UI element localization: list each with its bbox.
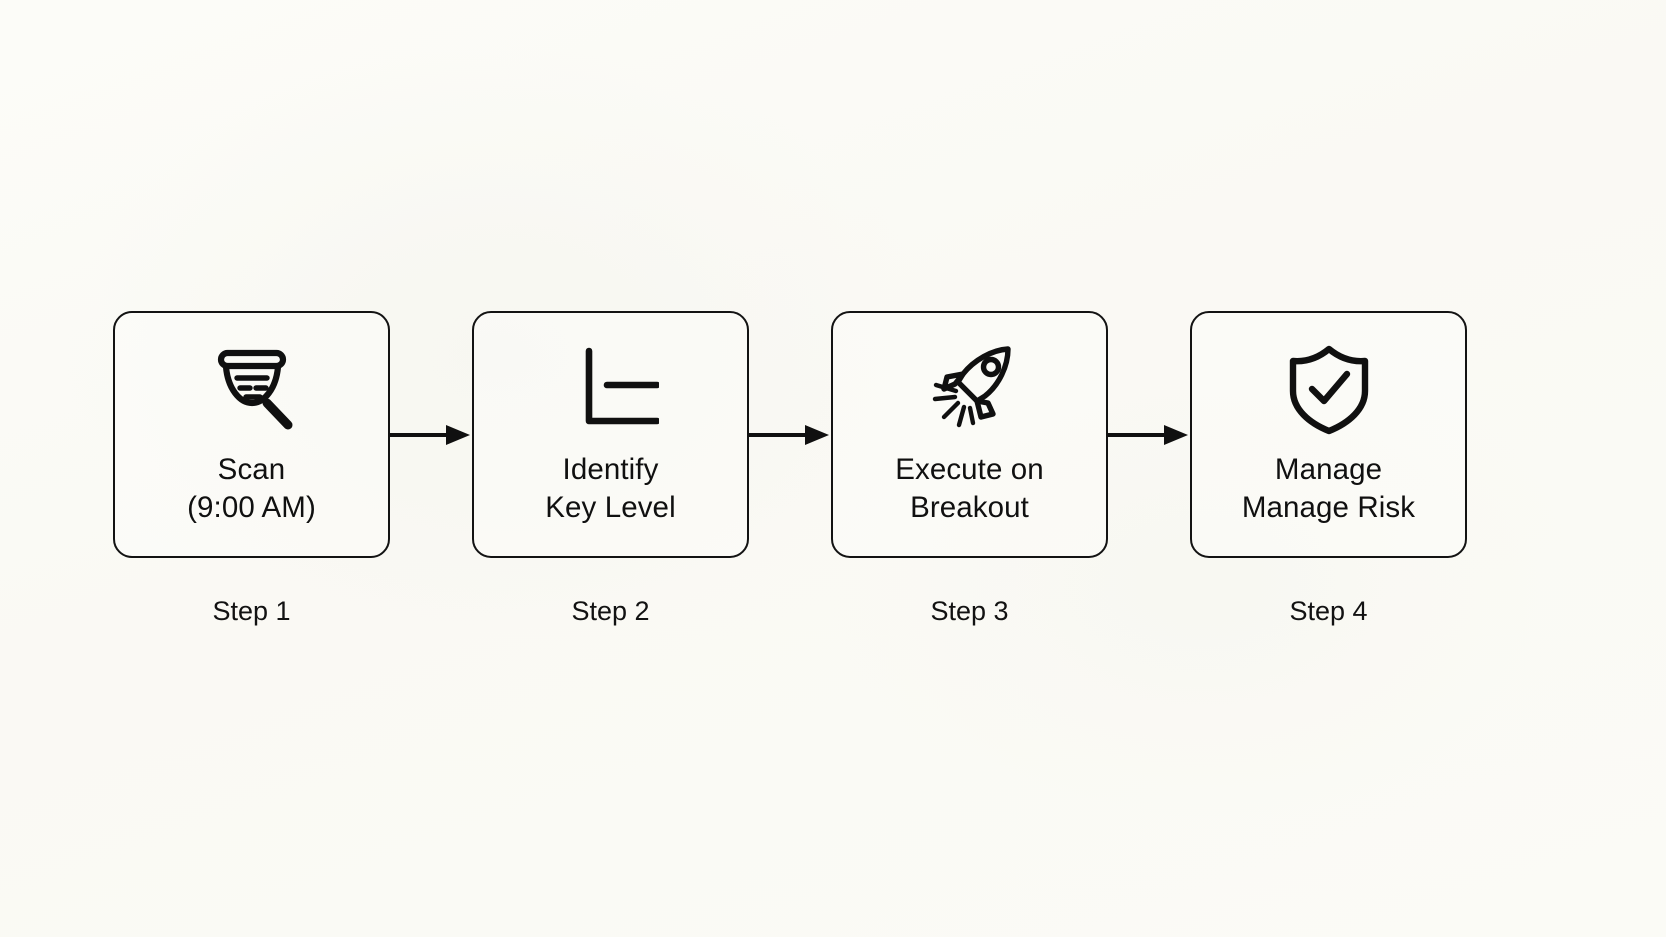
- step-label-line-1: Identify: [562, 453, 659, 486]
- step-card-label-1: Scan (9:00 AM): [115, 451, 388, 527]
- process-step-3[interactable]: Execute on Breakout Step 3: [831, 311, 1108, 626]
- step-label-line-2: Manage Risk: [1241, 491, 1416, 524]
- rocket-launch-icon: [922, 341, 1018, 437]
- funnel-search-icon: [204, 341, 300, 437]
- step-card-1[interactable]: Scan (9:00 AM): [113, 311, 390, 558]
- process-step-2[interactable]: Identify Key Level Step 2: [472, 311, 749, 626]
- step-label-line-1: Manage: [1274, 453, 1383, 486]
- step-caption-1: Step 1: [212, 596, 291, 626]
- step-card-2[interactable]: Identify Key Level: [472, 311, 749, 558]
- step-card-3[interactable]: Execute on Breakout: [831, 311, 1108, 558]
- step-label-line-2: Breakout: [910, 491, 1029, 524]
- step-card-label-3: Execute on Breakout: [833, 451, 1106, 527]
- step-label-line-2: Key Level: [545, 491, 676, 524]
- arrow-right-icon-1: [390, 311, 472, 558]
- step-caption-4: Step 4: [1289, 596, 1368, 626]
- step-label-line-1: Execute on: [895, 453, 1044, 486]
- process-flow: Scan (9:00 AM) Step 1: [113, 311, 1553, 626]
- step-card-4[interactable]: Manage Manage Risk: [1190, 311, 1467, 558]
- process-step-4[interactable]: Manage Manage Risk Step 4: [1190, 311, 1467, 626]
- process-step-1[interactable]: Scan (9:00 AM) Step 1: [113, 311, 390, 626]
- step-caption-2: Step 2: [571, 596, 650, 626]
- arrow-right-icon-3: [1108, 311, 1190, 558]
- shield-check-icon: [1281, 341, 1377, 437]
- step-label-line-2: (9:00 AM): [187, 491, 316, 524]
- step-caption-3: Step 3: [930, 596, 1009, 626]
- step-label-line-1: Scan: [217, 453, 286, 486]
- arrow-right-icon-2: [749, 311, 831, 558]
- step-card-label-2: Identify Key Level: [474, 451, 747, 527]
- chart-axis-level-icon: [563, 341, 659, 437]
- step-card-label-4: Manage Manage Risk: [1192, 451, 1465, 527]
